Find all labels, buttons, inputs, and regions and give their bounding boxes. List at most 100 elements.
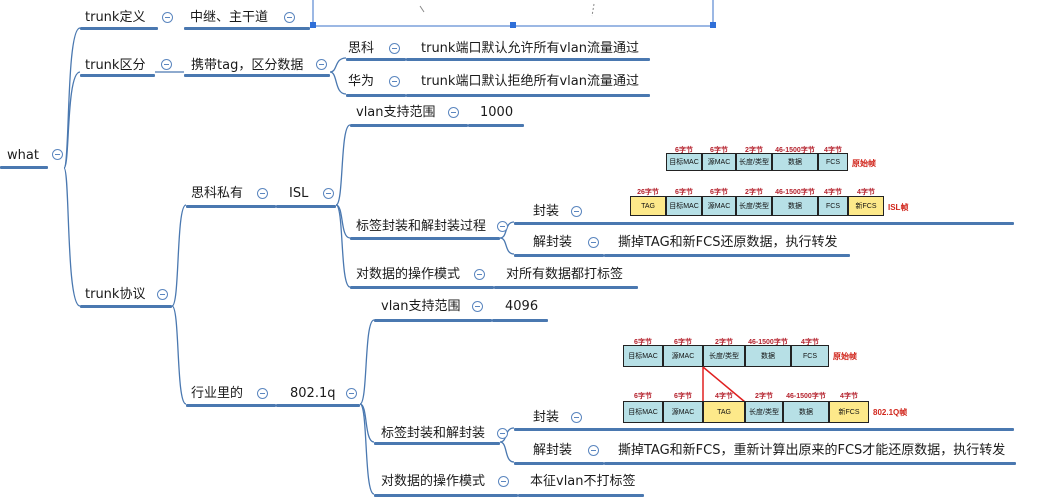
isl-orig-field: 源MAC [702,153,736,171]
dot1q-tag-bytes: 4字节 [840,393,858,400]
collapse-toggle-icon[interactable] [346,388,357,399]
dot1q-orig-bytes: 2字节 [715,339,733,346]
dot1q-tag-field: TAG [703,401,745,423]
collapse-toggle-icon[interactable] [323,188,334,199]
isl-tag-bytes: 46-1500字节 [775,189,815,196]
dot1q-encap-dec: 解封装 [533,443,573,458]
isl-tag-bytes: 4字节 [857,189,875,196]
isl-vlan-range-value: 1000 [480,105,514,120]
cisco-private-label: 思科私有 [191,186,244,201]
trunk-diff-child: 携带tag，区分数据 [191,58,304,73]
trunk-diff-label: trunk区分 [85,58,146,73]
collapse-toggle-icon[interactable] [157,289,168,300]
dot1q-orig-caption: 原始帧 [833,352,857,361]
huawei-label: 华为 [348,74,375,89]
isl-encap-dec-desc: 撕掉TAG和新FCS还原数据，执行转发 [618,235,838,250]
isl-encap-enc: 封装 [533,204,560,219]
isl-orig-bytes: 6字节 [710,147,728,154]
isl-encap-dec: 解封装 [533,235,573,250]
isl-tag-bytes: 26字节 [637,189,659,196]
collapse-toggle-icon[interactable] [497,221,508,232]
dot1q-orig-field: 长度/类型 [703,345,745,367]
isl-orig-bytes: 2字节 [745,147,763,154]
isl-tag-field: TAG [630,196,666,216]
dot1q-vlan-range-label: vlan支持范围 [381,299,461,314]
isl-label: ISL [289,186,309,201]
isl-tag-field: 长度/类型 [736,196,772,216]
collapse-toggle-icon[interactable] [161,59,172,70]
dot1q-mode-label: 对数据的操作模式 [381,474,486,489]
dot1q-label: 802.1q [290,386,336,401]
collapse-toggle-icon[interactable] [257,188,268,199]
isl-tag-caption: ISL帧 [888,203,909,212]
collapse-toggle-icon[interactable] [52,149,63,160]
collapse-toggle-icon[interactable] [474,269,485,280]
dot1q-tag-field: 源MAC [663,401,703,423]
isl-mode-value: 对所有数据都打标签 [506,267,624,282]
dot1q-tag-field: 目标MAC [623,401,663,423]
isl-tag-field: 源MAC [702,196,736,216]
isl-tag-bytes: 2字节 [745,189,763,196]
collapse-toggle-icon[interactable] [571,412,582,423]
dot1q-orig-bytes: 6字节 [674,339,692,346]
dot1q-tag-field: 数据 [783,401,829,423]
collapse-toggle-icon[interactable] [588,445,599,456]
collapse-toggle-icon[interactable] [162,12,173,23]
huawei-desc: trunk端口默认拒绝所有vlan流量通过 [421,74,639,89]
isl-tag-field: 新FCS [848,196,884,216]
collapse-toggle-icon[interactable] [389,43,400,54]
root-label: what [7,148,39,163]
dot1q-orig-field: FCS [791,345,829,367]
dot1q-tag-bytes: 6字节 [674,393,692,400]
isl-orig-field: 长度/类型 [736,153,772,171]
collapse-toggle-icon[interactable] [389,76,400,87]
dot1q-tag-bytes: 4字节 [715,393,733,400]
isl-tag-field: FCS [818,196,848,216]
isl-tag-bytes: 4字节 [824,189,842,196]
industry-label: 行业里的 [191,386,244,401]
isl-tag-field: 数据 [772,196,818,216]
collapse-toggle-icon[interactable] [316,59,327,70]
isl-orig-field: FCS [818,153,848,171]
dot1q-tag-field: 新FCS [829,401,869,423]
dot1q-orig-bytes: 4字节 [801,339,819,346]
cisco-desc: trunk端口默认允许所有vlan流量通过 [421,41,639,56]
isl-tag-bytes: 6字节 [710,189,728,196]
dot1q-orig-field: 目标MAC [623,345,663,367]
dot1q-encap-label: 标签封装和解封装 [381,426,486,441]
isl-orig-caption: 原始帧 [852,159,876,168]
collapse-toggle-icon[interactable] [571,206,582,217]
isl-orig-bytes: 4字节 [824,147,842,154]
isl-mode-label: 对数据的操作模式 [356,267,461,282]
collapse-toggle-icon[interactable] [284,12,295,23]
dot1q-tag-field: 长度/类型 [745,401,783,423]
dot1q-tag-bytes: 6字节 [634,393,652,400]
cisco-label: 思科 [348,41,375,56]
trunk-def-child: 中继、主干道 [190,10,269,25]
dot1q-vlan-range-value: 4096 [505,299,539,314]
isl-orig-field: 目标MAC [666,153,702,171]
trunk-def-label: trunk定义 [85,10,146,25]
isl-tag-bytes: 6字节 [675,189,693,196]
dot1q-orig-field: 源MAC [663,345,703,367]
dot1q-orig-bytes: 6字节 [634,339,652,346]
dot1q-encap-enc: 封装 [533,410,560,425]
collapse-toggle-icon[interactable] [497,428,508,439]
dot1q-encap-dec-desc: 撕掉TAG和新FCS，重新计算出原来的FCS才能还原数据，执行转发 [618,443,1006,458]
isl-tag-field: 目标MAC [666,196,702,216]
collapse-toggle-icon[interactable] [498,476,509,487]
isl-orig-bytes: 46-1500字节 [775,147,815,154]
collapse-toggle-icon[interactable] [472,301,483,312]
dot1q-tag-bytes: 2字节 [755,393,773,400]
dot1q-mode-value: 本征vlan不打标签 [530,474,636,489]
trunk-proto-label: trunk协议 [85,287,146,302]
collapse-toggle-icon[interactable] [588,237,599,248]
collapse-toggle-icon[interactable] [448,107,459,118]
dot1q-tag-bytes: 46-1500字节 [786,393,826,400]
dot1q-tag-caption: 802.1Q帧 [873,408,908,417]
isl-orig-bytes: 6字节 [675,147,693,154]
dot1q-orig-bytes: 46-1500字节 [748,339,788,346]
isl-encap-label: 标签封装和解封装过程 [356,219,487,234]
dot1q-orig-field: 数据 [745,345,791,367]
collapse-toggle-icon[interactable] [257,388,268,399]
